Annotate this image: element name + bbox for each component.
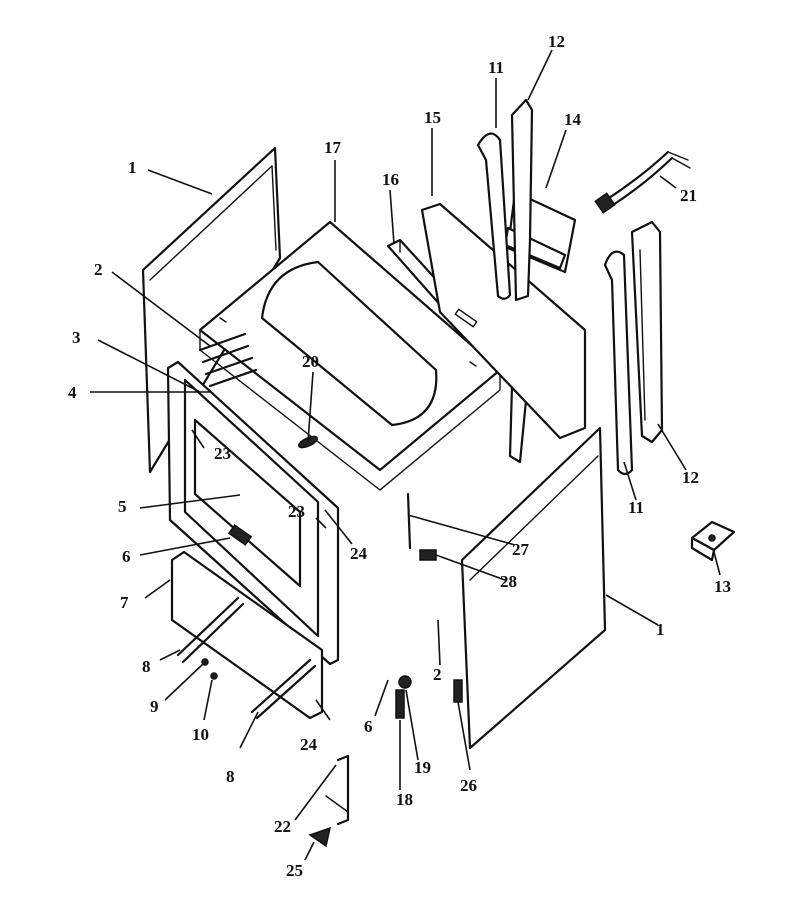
switch-part-26 — [453, 679, 463, 703]
rear-panel — [420, 202, 587, 440]
door-hinge — [227, 524, 253, 546]
callout-9: 9 — [150, 697, 159, 716]
power-cord — [594, 150, 691, 214]
leader-lines — [90, 49, 721, 861]
callout-8-left: 8 — [142, 657, 151, 676]
terminal-block — [690, 520, 736, 562]
callout-6-left: 6 — [122, 547, 131, 566]
callout-27: 27 — [512, 540, 530, 559]
callout-14: 14 — [564, 110, 582, 129]
callout-28: 28 — [500, 572, 517, 591]
bracket-part-22 — [325, 754, 350, 826]
callout-23-center: 23 — [288, 502, 305, 521]
callout-13: 13 — [714, 577, 731, 596]
callout-12-right: 12 — [682, 468, 699, 487]
side-rail-lower-11 — [603, 250, 634, 476]
callout-10: 10 — [192, 725, 209, 744]
callout-18: 18 — [396, 790, 413, 809]
callout-24-bottom: 24 — [300, 735, 318, 754]
callout-22: 22 — [274, 817, 291, 836]
callout-24-center: 24 — [350, 544, 368, 563]
callout-16: 16 — [382, 170, 399, 189]
oven-door-frame — [166, 360, 340, 666]
callout-8-bottom: 8 — [226, 767, 235, 786]
callout-11-right: 11 — [628, 498, 644, 517]
right-side-panel — [460, 426, 607, 750]
callout-3: 3 — [72, 328, 81, 347]
callout-15: 15 — [424, 108, 441, 127]
screws — [201, 658, 218, 680]
callout-7: 7 — [120, 593, 129, 612]
bracket-part-27 — [406, 492, 412, 550]
callout-1-left: 1 — [128, 158, 137, 177]
knob-part-25 — [308, 826, 332, 848]
callout-2-left: 2 — [94, 260, 103, 279]
callout-labels: 1 1 2 2 3 4 5 6 6 7 8 8 9 10 11 11 12 12… — [68, 32, 731, 880]
drawer-rail-right — [250, 658, 317, 720]
valve-assembly — [395, 675, 412, 719]
callout-1-right: 1 — [656, 620, 665, 639]
callout-5: 5 — [118, 497, 127, 516]
burner-tubes-left — [198, 332, 258, 388]
side-rail-upper-12 — [510, 98, 534, 302]
door-glass — [193, 418, 302, 588]
callout-21: 21 — [680, 186, 697, 205]
callout-4: 4 — [68, 383, 77, 402]
drawer-rail-left — [176, 596, 245, 664]
callout-26: 26 — [460, 776, 477, 795]
callout-17: 17 — [324, 138, 342, 157]
side-rail-upper-11 — [476, 132, 512, 300]
kick-panel — [170, 550, 324, 720]
side-rail-lower-12 — [630, 220, 664, 444]
callout-25: 25 — [286, 861, 303, 880]
callout-11-top: 11 — [488, 58, 504, 77]
callout-23-left: 23 — [214, 444, 231, 463]
callout-19: 19 — [414, 758, 431, 777]
regulator-part-28 — [419, 549, 437, 561]
callout-20: 20 — [302, 352, 319, 371]
callout-6-bottom: 6 — [364, 717, 373, 736]
callout-12-top: 12 — [548, 32, 565, 51]
callout-2-bottom: 2 — [433, 665, 442, 684]
